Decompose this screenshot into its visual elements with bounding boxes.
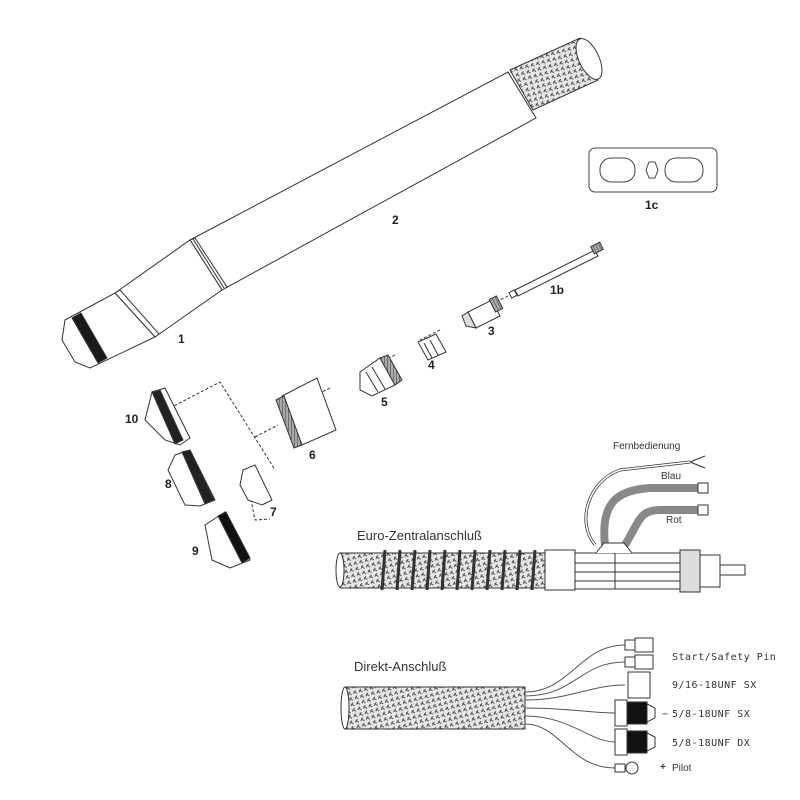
label-part-4: 4 xyxy=(428,358,435,372)
label-5-8-18unf-sx: 5/8-18UNF SX xyxy=(672,709,751,720)
part-3-electrode xyxy=(461,295,504,329)
braided-cable-end xyxy=(509,37,603,111)
label-remote-control: Fernbedienung xyxy=(613,441,681,452)
dark-band xyxy=(71,312,108,364)
direct-connector xyxy=(340,637,656,775)
part-5-nozzle xyxy=(359,354,403,397)
label-part-1: 1 xyxy=(178,332,185,346)
label-part-10: 10 xyxy=(125,412,139,426)
label-part-3: 3 xyxy=(488,324,495,338)
label-part-2: 2 xyxy=(392,213,399,227)
label-part-5: 5 xyxy=(381,395,388,409)
part-1c-plate xyxy=(588,147,718,193)
label-part-6: 6 xyxy=(309,448,316,462)
label-part-9: 9 xyxy=(192,544,199,558)
euro-connector-title: Euro-Zentralanschluß xyxy=(357,528,482,543)
sign-positive: + xyxy=(660,762,666,773)
label-part-1c: 1c xyxy=(645,198,659,212)
label-part-1b: 1b xyxy=(550,283,565,297)
handle-part-2 xyxy=(189,71,537,291)
part-1b-rod xyxy=(508,241,604,299)
euro-connector xyxy=(335,455,746,593)
label-part-7: 7 xyxy=(270,505,277,519)
label-pilot: Pilot xyxy=(672,763,692,774)
direct-connector-title: Direkt-Anschluß xyxy=(354,659,447,674)
label-9-16-18unf-sx: 9/16-18UNF SX xyxy=(672,680,757,691)
label-part-8: 8 xyxy=(165,477,172,491)
part-6-shield-cup xyxy=(275,377,337,449)
label-5-8-18unf-dx: 5/8-18UNF DX xyxy=(672,738,751,749)
label-blue: Blau xyxy=(661,471,682,482)
label-red: Rot xyxy=(666,515,682,526)
sign-negative: − xyxy=(662,709,669,720)
torch-body xyxy=(61,37,603,369)
label-start-safety-pin: Start/Safety Pin xyxy=(672,652,777,663)
part-4-swirl-ring xyxy=(417,333,447,361)
part-7 xyxy=(239,464,273,506)
consumable-parts xyxy=(144,381,279,569)
